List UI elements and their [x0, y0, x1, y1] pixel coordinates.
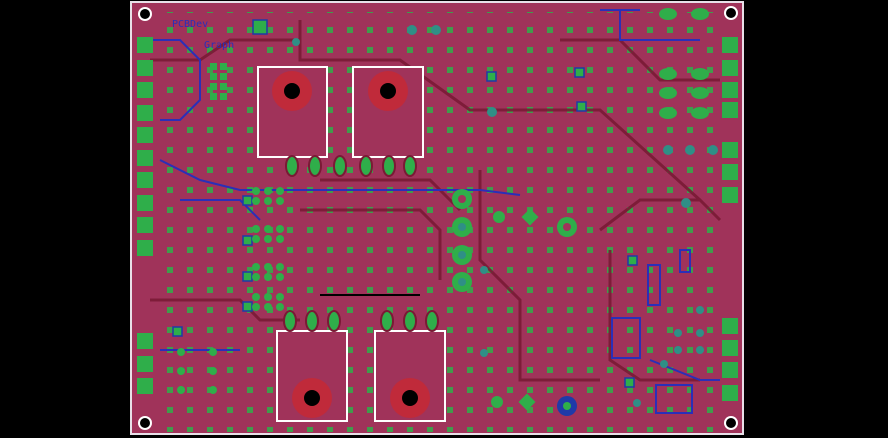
- teal-vias: [292, 25, 718, 407]
- square-pads[interactable]: [172, 19, 638, 388]
- left-ic-cluster[interactable]: [177, 63, 284, 394]
- center-terminal-pads[interactable]: [452, 189, 577, 416]
- mount-hole-top-left[interactable]: [138, 7, 152, 21]
- mount-hole-bottom-left[interactable]: [138, 416, 152, 430]
- left-connector[interactable]: [137, 37, 153, 394]
- red-traces: [150, 20, 722, 382]
- heatsink-bottom-left[interactable]: [276, 330, 348, 422]
- mount-hole-top-right[interactable]: [724, 6, 738, 20]
- silk-label-1: PCBDev: [172, 19, 208, 30]
- heatsink-top-right[interactable]: [352, 66, 424, 158]
- mount-hole-bottom-right[interactable]: [724, 416, 738, 430]
- oval-pads-top-right[interactable]: [659, 8, 709, 119]
- silk-label-2: Graph: [204, 40, 234, 51]
- right-bottom-components: [611, 249, 693, 414]
- heatsink-top-left[interactable]: [257, 66, 328, 158]
- heatsink-bottom-right[interactable]: [374, 330, 446, 422]
- transistor-pads[interactable]: [283, 155, 439, 332]
- right-connector[interactable]: [722, 37, 738, 401]
